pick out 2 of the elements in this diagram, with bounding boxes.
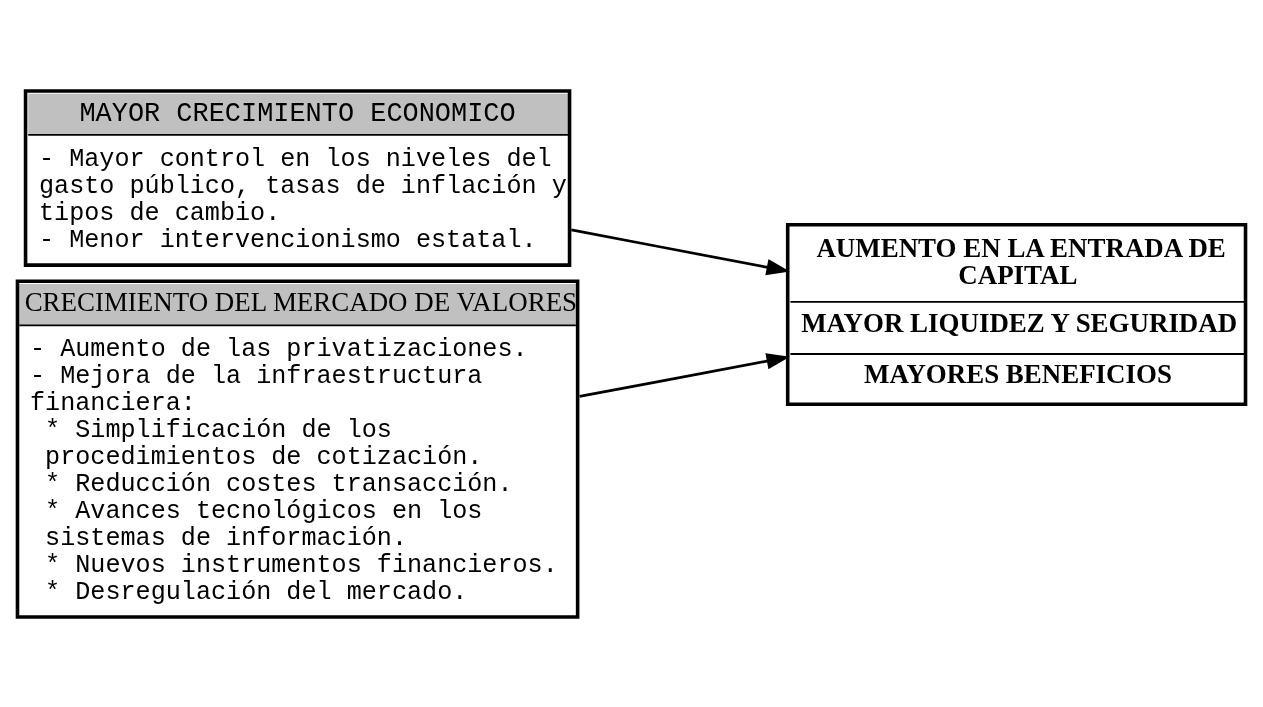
arrow [571, 228, 790, 275]
arrow [579, 352, 790, 398]
